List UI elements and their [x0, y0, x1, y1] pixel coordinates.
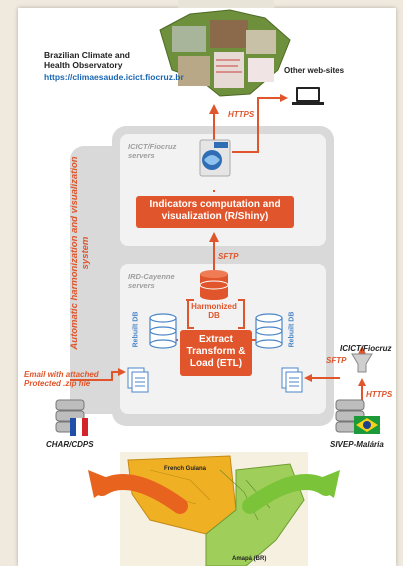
sivep-server-icon — [335, 399, 380, 434]
observatory-map-image — [159, 0, 291, 97]
observatory-url[interactable]: https://climaesaude.icict.fiocruz.br — [44, 72, 184, 82]
rebuilt-db-right-label: Rebuilt DB — [288, 311, 296, 348]
laptop-icon — [292, 87, 324, 105]
ird-servers-label: IRD-Cayenne servers — [128, 272, 175, 290]
left-curved-arrow — [88, 470, 188, 514]
filter-icon — [351, 353, 373, 373]
observatory-title: Brazilian Climate and Health Observatory — [44, 50, 130, 70]
guiana-amapa-map — [120, 452, 308, 566]
automatic-system-label: Automatic harmonization and visualizatio… — [69, 156, 91, 350]
zip-files-left-icon — [127, 367, 149, 393]
email-note-label: Email with attached Protected .zip file — [24, 370, 99, 388]
html-server-icon — [199, 139, 231, 177]
etl-box: Extract Transform & Load (ETL) — [180, 330, 252, 376]
char-cdps-label: CHAR/CDPS — [46, 440, 94, 449]
rebuilt-db-left-label: Rebuilt DB — [132, 311, 140, 348]
icict-servers-label: ICICT/Fiocruz servers — [128, 142, 177, 160]
map-label-french-guiana: French Guiana — [164, 466, 207, 472]
https-right-label: HTTPS — [366, 390, 393, 399]
other-websites-label: Other web-sites — [284, 66, 345, 75]
harmonized-db-icon — [199, 270, 229, 300]
char-cdps-server-icon — [55, 399, 88, 436]
harmonized-db-label: Harmonized DB — [191, 302, 237, 320]
sivep-label: SIVEP-Malária — [330, 440, 384, 449]
right-curved-arrow — [242, 470, 340, 514]
https-top-label: HTTPS — [228, 110, 255, 119]
sftp-right-label: SFTP — [326, 356, 347, 365]
rebuilt-db-right-icon — [255, 313, 283, 349]
indicators-box: Indicators computation and visualization… — [136, 196, 294, 228]
rebuilt-db-left-icon — [149, 313, 177, 349]
map-label-amapa: Amapá (BR) — [232, 556, 267, 562]
zip-files-right-icon — [281, 367, 303, 393]
icict-right-label: ICICT/Fiocruz — [340, 344, 392, 353]
sftp-mid-label: SFTP — [218, 252, 239, 261]
